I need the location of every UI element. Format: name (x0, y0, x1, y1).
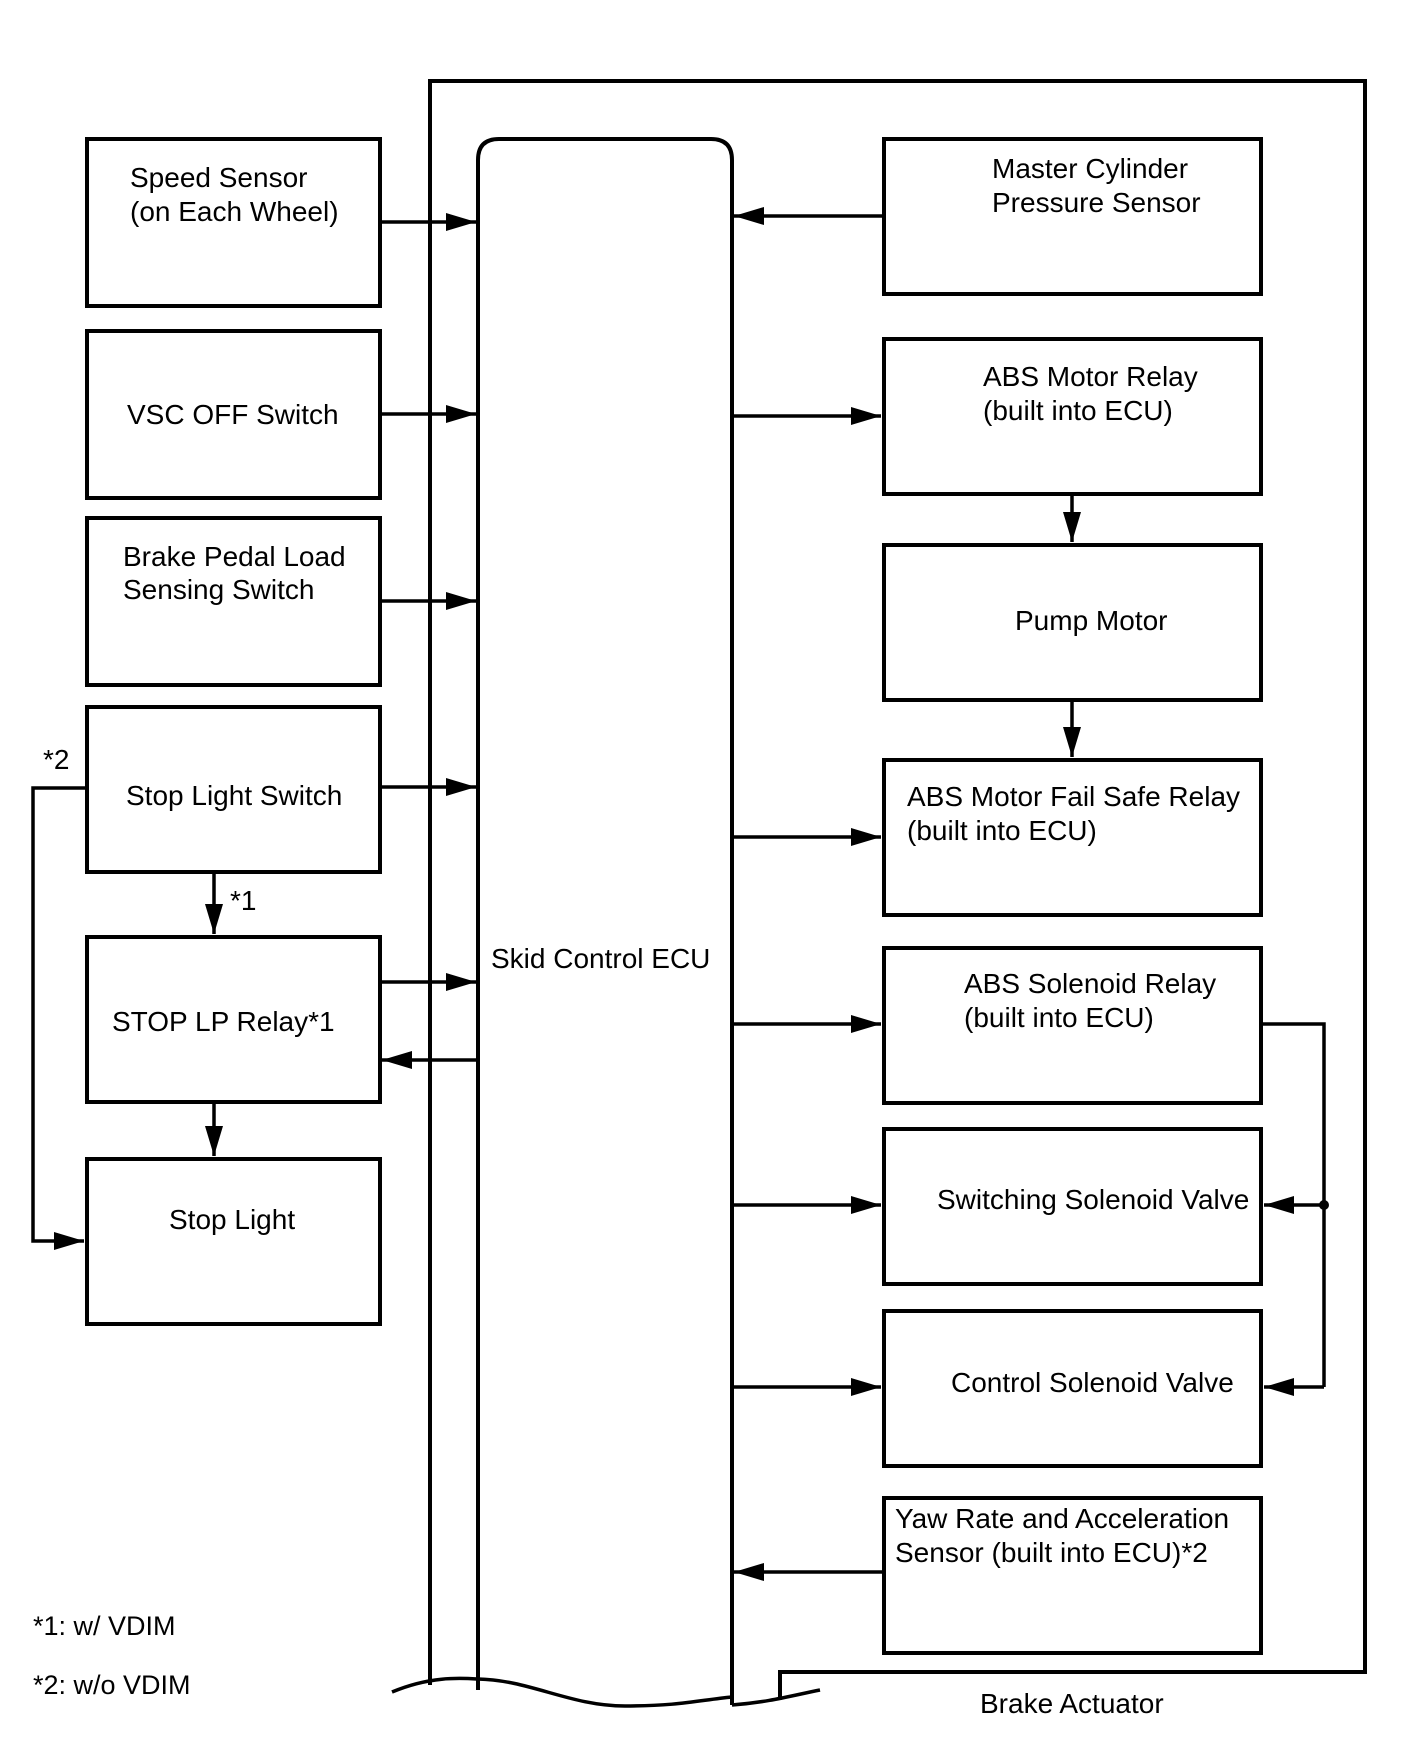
control-solenoid-valve-box (882, 1309, 1263, 1468)
bypass-line-w-o-vdim (31, 786, 87, 1250)
vsc-off-switch-box (85, 329, 382, 500)
pump-motor-box (882, 543, 1263, 702)
skid-control-ecu-label: Skid Control ECU (491, 943, 710, 974)
brake-pedal-load-switch-box (85, 516, 382, 687)
abs-solenoid-relay-label: ABS Solenoid Relay (built into ECU) (964, 968, 1224, 1033)
stop-lp-relay-label: STOP LP Relay*1 (112, 1006, 335, 1037)
stop-lp-relay-box (85, 935, 382, 1104)
marker-star2: *2 (43, 744, 69, 775)
brake-actuator-label: Brake Actuator (980, 1688, 1164, 1719)
abs-motor-relay-label: ABS Motor Relay (built into ECU) (983, 361, 1206, 426)
stop-light-switch-label: Stop Light Switch (126, 780, 342, 811)
break-line-right (731, 1688, 821, 1707)
master-cylinder-sensor-label: Master Cylinder Pressure Sensor (992, 153, 1201, 218)
switching-solenoid-valve-box (882, 1127, 1263, 1286)
control-solenoid-valve-label: Control Solenoid Valve (951, 1367, 1234, 1398)
master-cylinder-sensor-box (882, 137, 1263, 296)
break-line-left (391, 1676, 733, 1708)
abs-solenoid-relay-box (882, 946, 1263, 1105)
brake-actuator-frame (428, 79, 1367, 1700)
switching-solenoid-valve-label: Switching Solenoid Valve (937, 1184, 1249, 1215)
stop-light-label: Stop Light (169, 1204, 295, 1235)
brake-pedal-load-switch-label: Brake Pedal Load Sensing Switch (123, 541, 353, 605)
speed-sensor-label: Speed Sensor (on Each Wheel) (130, 162, 339, 227)
stop-light-switch-box (85, 705, 382, 874)
marker-star1: *1 (230, 885, 256, 916)
abs-motor-fail-safe-relay-label: ABS Motor Fail Safe Relay (built into EC… (907, 781, 1248, 846)
yaw-rate-sensor-label: Yaw Rate and Acceleration Sensor (built … (895, 1503, 1237, 1568)
footnote-w-o-vdim: *2: w/o VDIM (33, 1670, 191, 1700)
solenoid-relay-feed-line (1261, 1022, 1326, 1387)
stop-light-box (85, 1157, 382, 1326)
abs-motor-fail-safe-relay-box (882, 758, 1263, 917)
yaw-rate-sensor-box (882, 1496, 1263, 1655)
footnote-w-vdim: *1: w/ VDIM (33, 1611, 176, 1641)
junction-dot (1319, 1200, 1329, 1210)
vsc-off-switch-label: VSC OFF Switch (127, 399, 339, 430)
skid-control-ecu-block (476, 137, 734, 1705)
abs-motor-relay-box (882, 337, 1263, 496)
pump-motor-label: Pump Motor (1015, 605, 1168, 636)
